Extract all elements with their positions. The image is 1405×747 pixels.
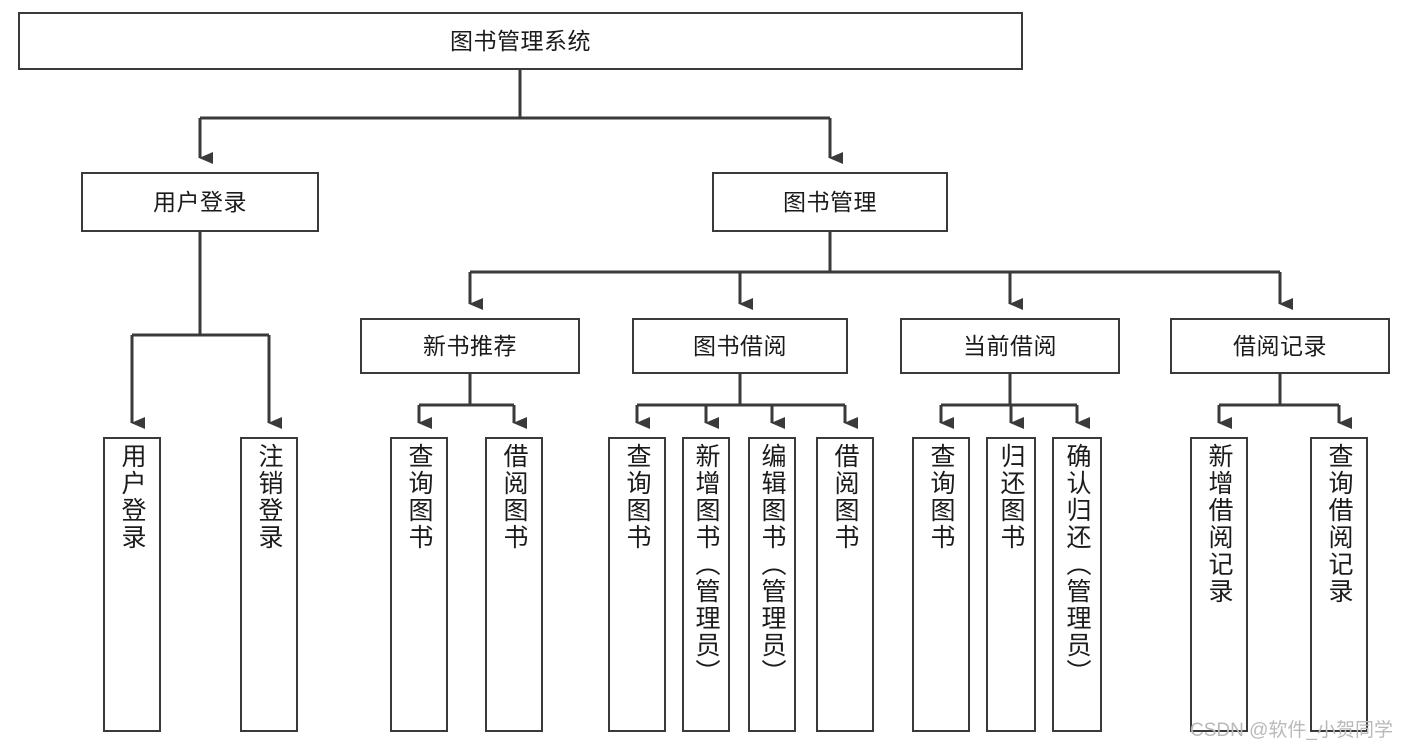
- leaf-edit-book-admin[interactable]: 编辑图书（管理员）: [748, 437, 796, 732]
- watermark: CSDN @软件_小贺同学: [1190, 720, 1393, 741]
- leaf-user-login-label: 用户登录: [118, 443, 146, 551]
- leaf-add-book-admin-label: 新增图书（管理员）: [692, 443, 720, 686]
- leaf-add-borrow-record[interactable]: 新增借阅记录: [1190, 437, 1248, 732]
- leaf-borrow-book[interactable]: 借阅图书: [816, 437, 874, 732]
- node-current-borrow-label: 当前借阅: [963, 332, 1057, 359]
- node-book-borrow[interactable]: 图书借阅: [632, 318, 848, 374]
- leaf-query-book[interactable]: 查询图书: [608, 437, 666, 732]
- node-root[interactable]: 图书管理系统: [18, 12, 1023, 70]
- node-borrow-record-label: 借阅记录: [1233, 332, 1327, 359]
- leaf-user-login[interactable]: 用户登录: [103, 437, 161, 732]
- node-current-borrow[interactable]: 当前借阅: [900, 318, 1120, 374]
- node-borrow-record[interactable]: 借阅记录: [1170, 318, 1390, 374]
- leaf-return-book[interactable]: 归还图书: [986, 437, 1036, 732]
- leaf-confirm-return-admin[interactable]: 确认归还（管理员）: [1052, 437, 1102, 732]
- node-book-management-label: 图书管理: [783, 188, 877, 215]
- leaf-query-book-current[interactable]: 查询图书: [912, 437, 970, 732]
- leaf-logout-label: 注销登录: [255, 443, 283, 551]
- leaf-query-book-current-label: 查询图书: [927, 443, 955, 551]
- leaf-query-book-recommend[interactable]: 查询图书: [390, 437, 448, 732]
- leaf-logout[interactable]: 注销登录: [240, 437, 298, 732]
- leaf-add-borrow-record-label: 新增借阅记录: [1205, 443, 1233, 605]
- node-book-borrow-label: 图书借阅: [693, 332, 787, 359]
- leaf-edit-book-admin-label: 编辑图书（管理员）: [758, 443, 786, 686]
- leaf-query-book-recommend-label: 查询图书: [405, 443, 433, 551]
- node-user-login[interactable]: 用户登录: [81, 172, 319, 232]
- leaf-add-book-admin[interactable]: 新增图书（管理员）: [682, 437, 730, 732]
- leaf-borrow-book-recommend[interactable]: 借阅图书: [485, 437, 543, 732]
- leaf-query-borrow-record-label: 查询借阅记录: [1325, 443, 1353, 605]
- leaf-borrow-book-recommend-label: 借阅图书: [500, 443, 528, 551]
- leaf-query-borrow-record[interactable]: 查询借阅记录: [1310, 437, 1368, 732]
- node-root-label: 图书管理系统: [450, 27, 591, 54]
- leaf-borrow-book-label: 借阅图书: [831, 443, 859, 551]
- node-user-login-label: 用户登录: [153, 188, 247, 215]
- leaf-confirm-return-admin-label: 确认归还（管理员）: [1063, 443, 1091, 686]
- leaf-return-book-label: 归还图书: [997, 443, 1025, 551]
- node-new-book-recommend-label: 新书推荐: [423, 332, 517, 359]
- leaf-query-book-label: 查询图书: [623, 443, 651, 551]
- node-new-book-recommend[interactable]: 新书推荐: [360, 318, 580, 374]
- node-book-management[interactable]: 图书管理: [712, 172, 948, 232]
